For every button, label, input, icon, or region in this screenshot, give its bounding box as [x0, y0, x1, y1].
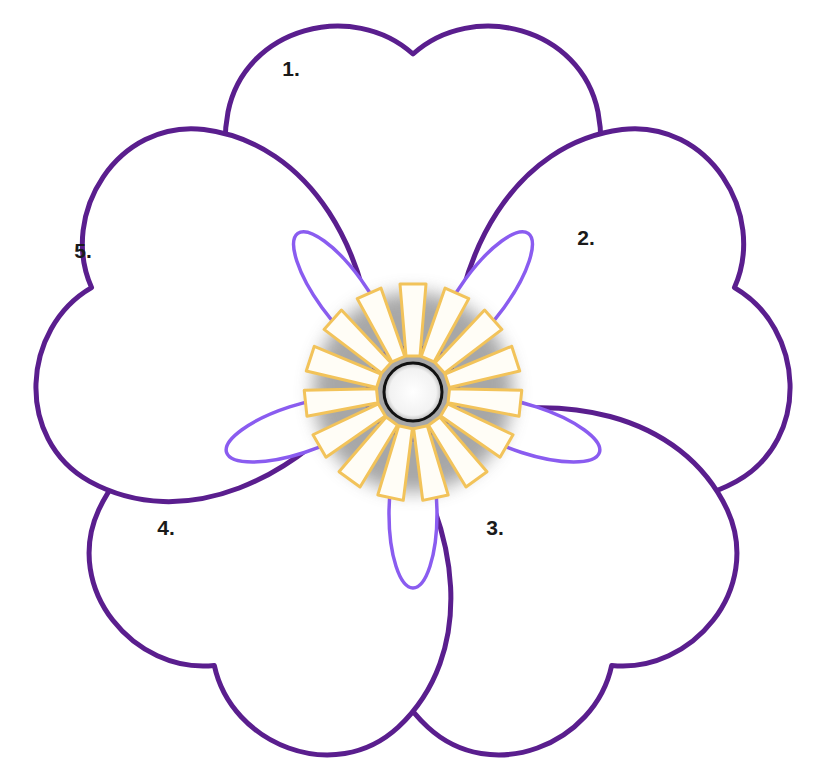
ray [304, 383, 378, 416]
inner-sepals [219, 219, 607, 588]
callout-number: 2. [577, 226, 595, 250]
ray [357, 288, 410, 364]
callout-number: 5. [74, 239, 92, 263]
callout-number: 3. [486, 516, 504, 540]
flower [7, 26, 813, 780]
ray [408, 425, 448, 501]
ray [400, 284, 426, 356]
corona-rays [304, 284, 522, 500]
flower-center [384, 363, 442, 421]
callout-number: 4. [157, 516, 175, 540]
petals [7, 26, 813, 780]
ray [443, 346, 520, 393]
callout-number: 1. [282, 57, 300, 81]
